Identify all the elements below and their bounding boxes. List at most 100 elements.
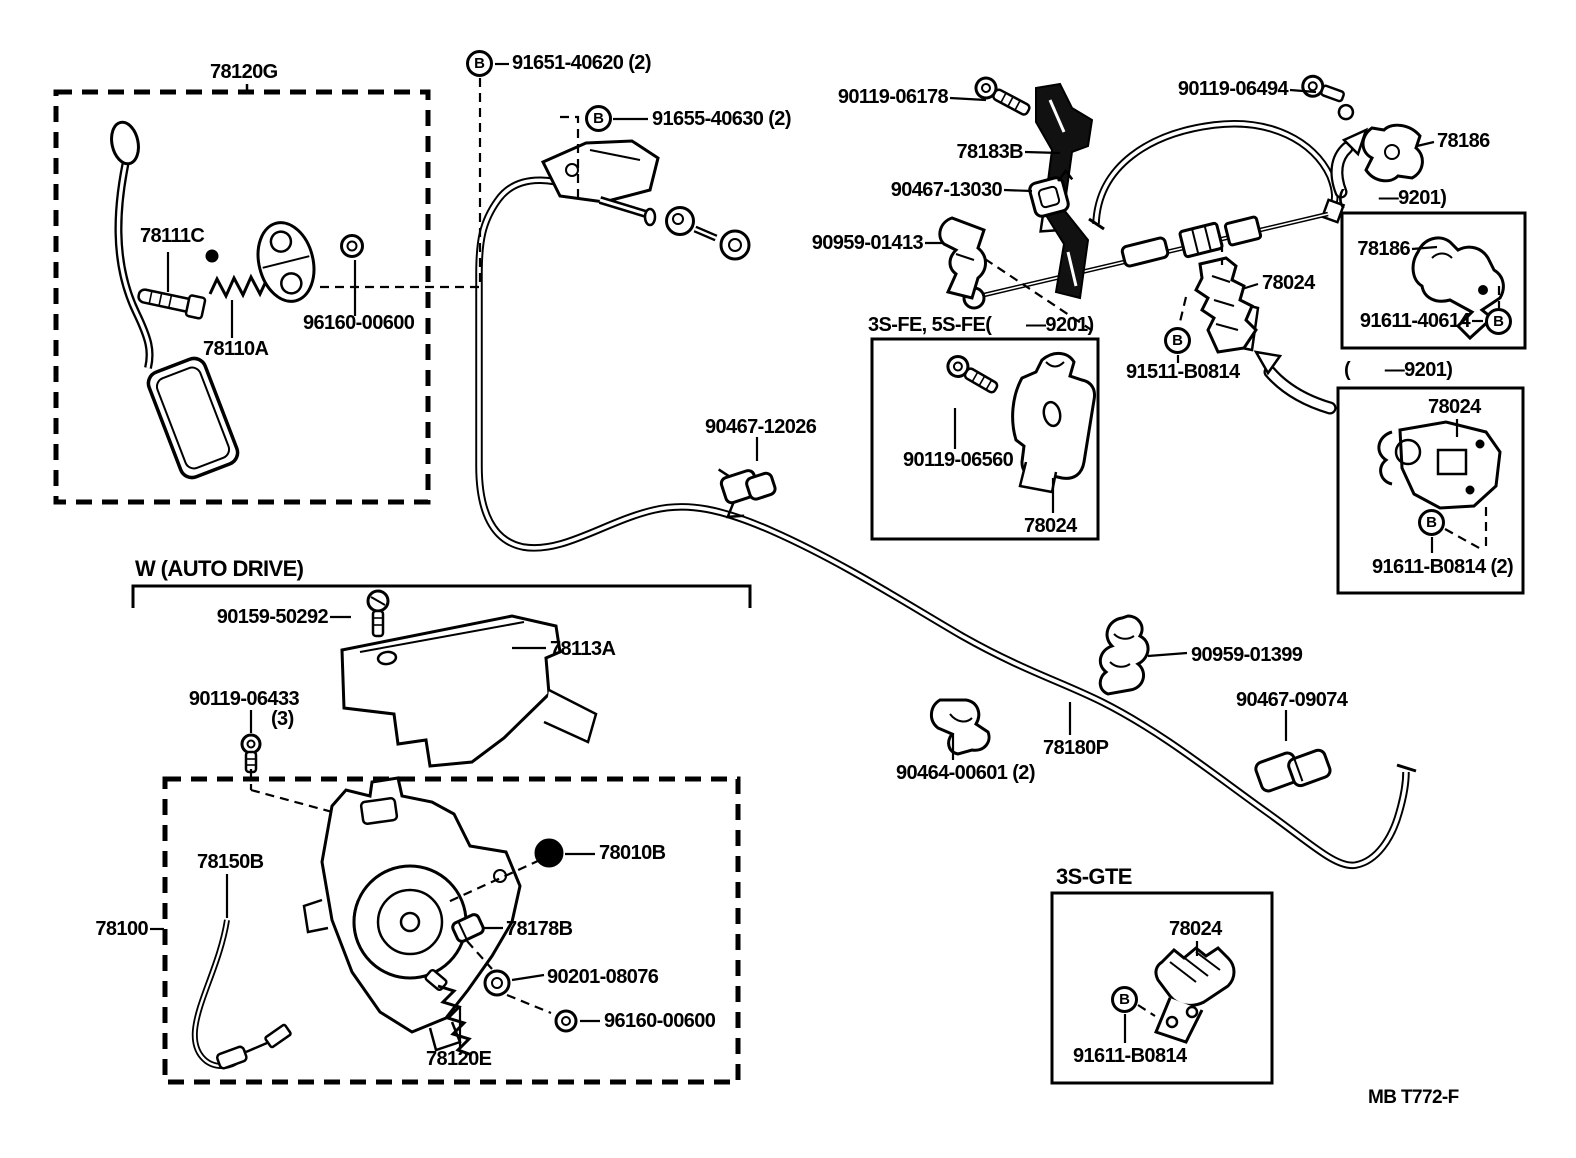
b-marker-gte: B — [1111, 986, 1138, 1013]
pedal-grommet — [256, 221, 316, 303]
b-marker-variant-b: B — [1418, 509, 1445, 536]
label-90201-08076: 90201-08076 — [547, 966, 659, 988]
label-78150B: 78150B — [197, 851, 264, 873]
label-78100: 78100 — [95, 918, 148, 940]
label-90119-06178: 90119-06178 — [837, 86, 949, 108]
pin-78111C — [137, 288, 207, 320]
label-90467-13030: 90467-13030 — [890, 179, 1003, 201]
screw-90119-06560 — [946, 354, 999, 394]
label-91611-B0814-2: 91611-B0814 (2) — [1372, 556, 1514, 578]
clip-78186 — [1361, 123, 1424, 183]
auto-drive-bracket-line — [131, 584, 752, 608]
nut-96160-top — [340, 234, 364, 258]
label-90467-09074: 90467-09074 — [1236, 689, 1348, 711]
label-90464-00601: 90464-00601 (2) — [896, 762, 1036, 784]
label-78180P: 78180P — [1043, 737, 1109, 759]
cable-adjust-nut-1 — [1178, 221, 1224, 259]
label-90959-01399: 90959-01399 — [1191, 644, 1303, 666]
cable-adjust-nut-2 — [1223, 215, 1263, 247]
cable-adjuster-sleeve — [1120, 236, 1170, 268]
cap-78010B — [534, 838, 564, 868]
cable-78150B — [191, 919, 246, 1069]
label-91651-40620: 91651-40620 (2) — [512, 52, 652, 74]
label-78120G: 78120G — [210, 61, 278, 83]
collar-78178B — [451, 913, 485, 943]
screw-90119-06433 — [240, 733, 262, 774]
pedal-bracket-top — [540, 139, 751, 261]
label-90119-06433-qty: (3) — [271, 708, 294, 730]
label-auto-drive-title: W (AUTO DRIVE) — [135, 556, 304, 581]
b-marker-91651: B — [466, 50, 493, 77]
label-variant-b-title: ( —9201) — [1344, 359, 1453, 381]
label-variant-a-title: ( —9201) — [1338, 187, 1447, 209]
mid-bracket-78024 — [1194, 256, 1260, 354]
pedal-arm-eye — [110, 120, 140, 166]
label-91611-B0814-gte: 91611-B0814 — [1073, 1045, 1187, 1067]
arrow-up-left — [1253, 350, 1283, 376]
clamp-90467-13030 — [1028, 168, 1074, 233]
label-78010B: 78010B — [599, 842, 666, 864]
label-96160-00600-bottom: 96160-00600 — [604, 1010, 716, 1032]
direction-arrows — [1253, 127, 1369, 415]
fe-bracket-78024 — [1011, 352, 1096, 480]
label-78186-box: 78186 — [1357, 238, 1410, 260]
label-78024-mid: 78024 — [1262, 272, 1315, 294]
label-90119-06560: 90119-06560 — [903, 449, 1014, 471]
b-marker-91655: B — [585, 105, 612, 132]
label-78186: 78186 — [1437, 130, 1490, 152]
drawing-code: MB T772-F — [1368, 1087, 1459, 1108]
gte-bracket-78024 — [1154, 946, 1236, 1007]
label-90959-01413: 90959-01413 — [811, 232, 924, 254]
label-78111C: 78111C — [140, 225, 205, 247]
clip-90467-09074 — [1254, 748, 1332, 793]
pedal-assembly — [110, 120, 364, 480]
label-78024-variant-b: 78024 — [1428, 396, 1481, 418]
auto-drive-dashed-box — [162, 776, 741, 1085]
label-78183B: 78183B — [956, 141, 1024, 163]
b-marker-variant-a: B — [1485, 308, 1512, 335]
frames — [53, 84, 1527, 1085]
bracket-pin-1 — [665, 206, 695, 236]
label-fe-box-title: 3S-FE, 5S-FE( —9201) — [868, 314, 1094, 336]
label-90467-12026: 90467-12026 — [705, 416, 817, 438]
screw-90119-06494 — [1301, 74, 1355, 121]
label-78110A: 78110A — [203, 338, 269, 360]
variant-b-bracket-78024 — [1377, 420, 1502, 510]
label-90119-06433: 90119-06433 — [188, 688, 300, 710]
nut-96160-bottom — [554, 1009, 578, 1033]
bracket-pin-2 — [719, 229, 751, 261]
screw-90119-06178 — [974, 76, 1031, 116]
gte-box-frame — [1050, 891, 1274, 1085]
leader-lines — [150, 62, 1483, 1047]
variant-box-b-frame — [1336, 386, 1525, 595]
label-78024-fe: 78024 — [1024, 515, 1077, 537]
spring-78110A — [205, 249, 269, 300]
clip-90959-01399 — [1098, 614, 1150, 696]
fe-box-content — [946, 352, 1096, 494]
cable-clips — [930, 614, 1332, 793]
label-91655-40630: 91655-40630 (2) — [652, 108, 792, 130]
right-top-cluster — [1301, 74, 1424, 183]
label-78120E: 78120E — [426, 1048, 492, 1070]
label-78024-gte: 78024 — [1169, 918, 1222, 940]
label-90119-06494: 90119-06494 — [1177, 78, 1289, 100]
accel-link-assembly — [191, 776, 578, 1070]
clamp-90464-00601 — [930, 698, 991, 756]
main-cable-78180P — [475, 176, 1417, 870]
arrow-up-right — [1341, 127, 1369, 157]
pedal-pad — [146, 356, 240, 480]
clip-90959-01413 — [938, 216, 987, 300]
clamp-90467-12026 — [717, 468, 777, 519]
label-gte-title: 3S-GTE — [1056, 864, 1132, 889]
fe-variant-box — [870, 337, 1100, 541]
label-78113A: 78113A — [550, 638, 616, 660]
auto-drive-parts — [240, 589, 598, 774]
dashed-leader-lines — [249, 78, 1501, 1017]
spring-78120E — [424, 968, 473, 1057]
label-78178B: 78178B — [506, 918, 573, 940]
grommet-90201-08076 — [483, 969, 511, 997]
linkage-cluster — [938, 76, 1094, 300]
variant-a-bracket-78186 — [1411, 236, 1505, 341]
gte-box-content — [1154, 946, 1236, 1044]
